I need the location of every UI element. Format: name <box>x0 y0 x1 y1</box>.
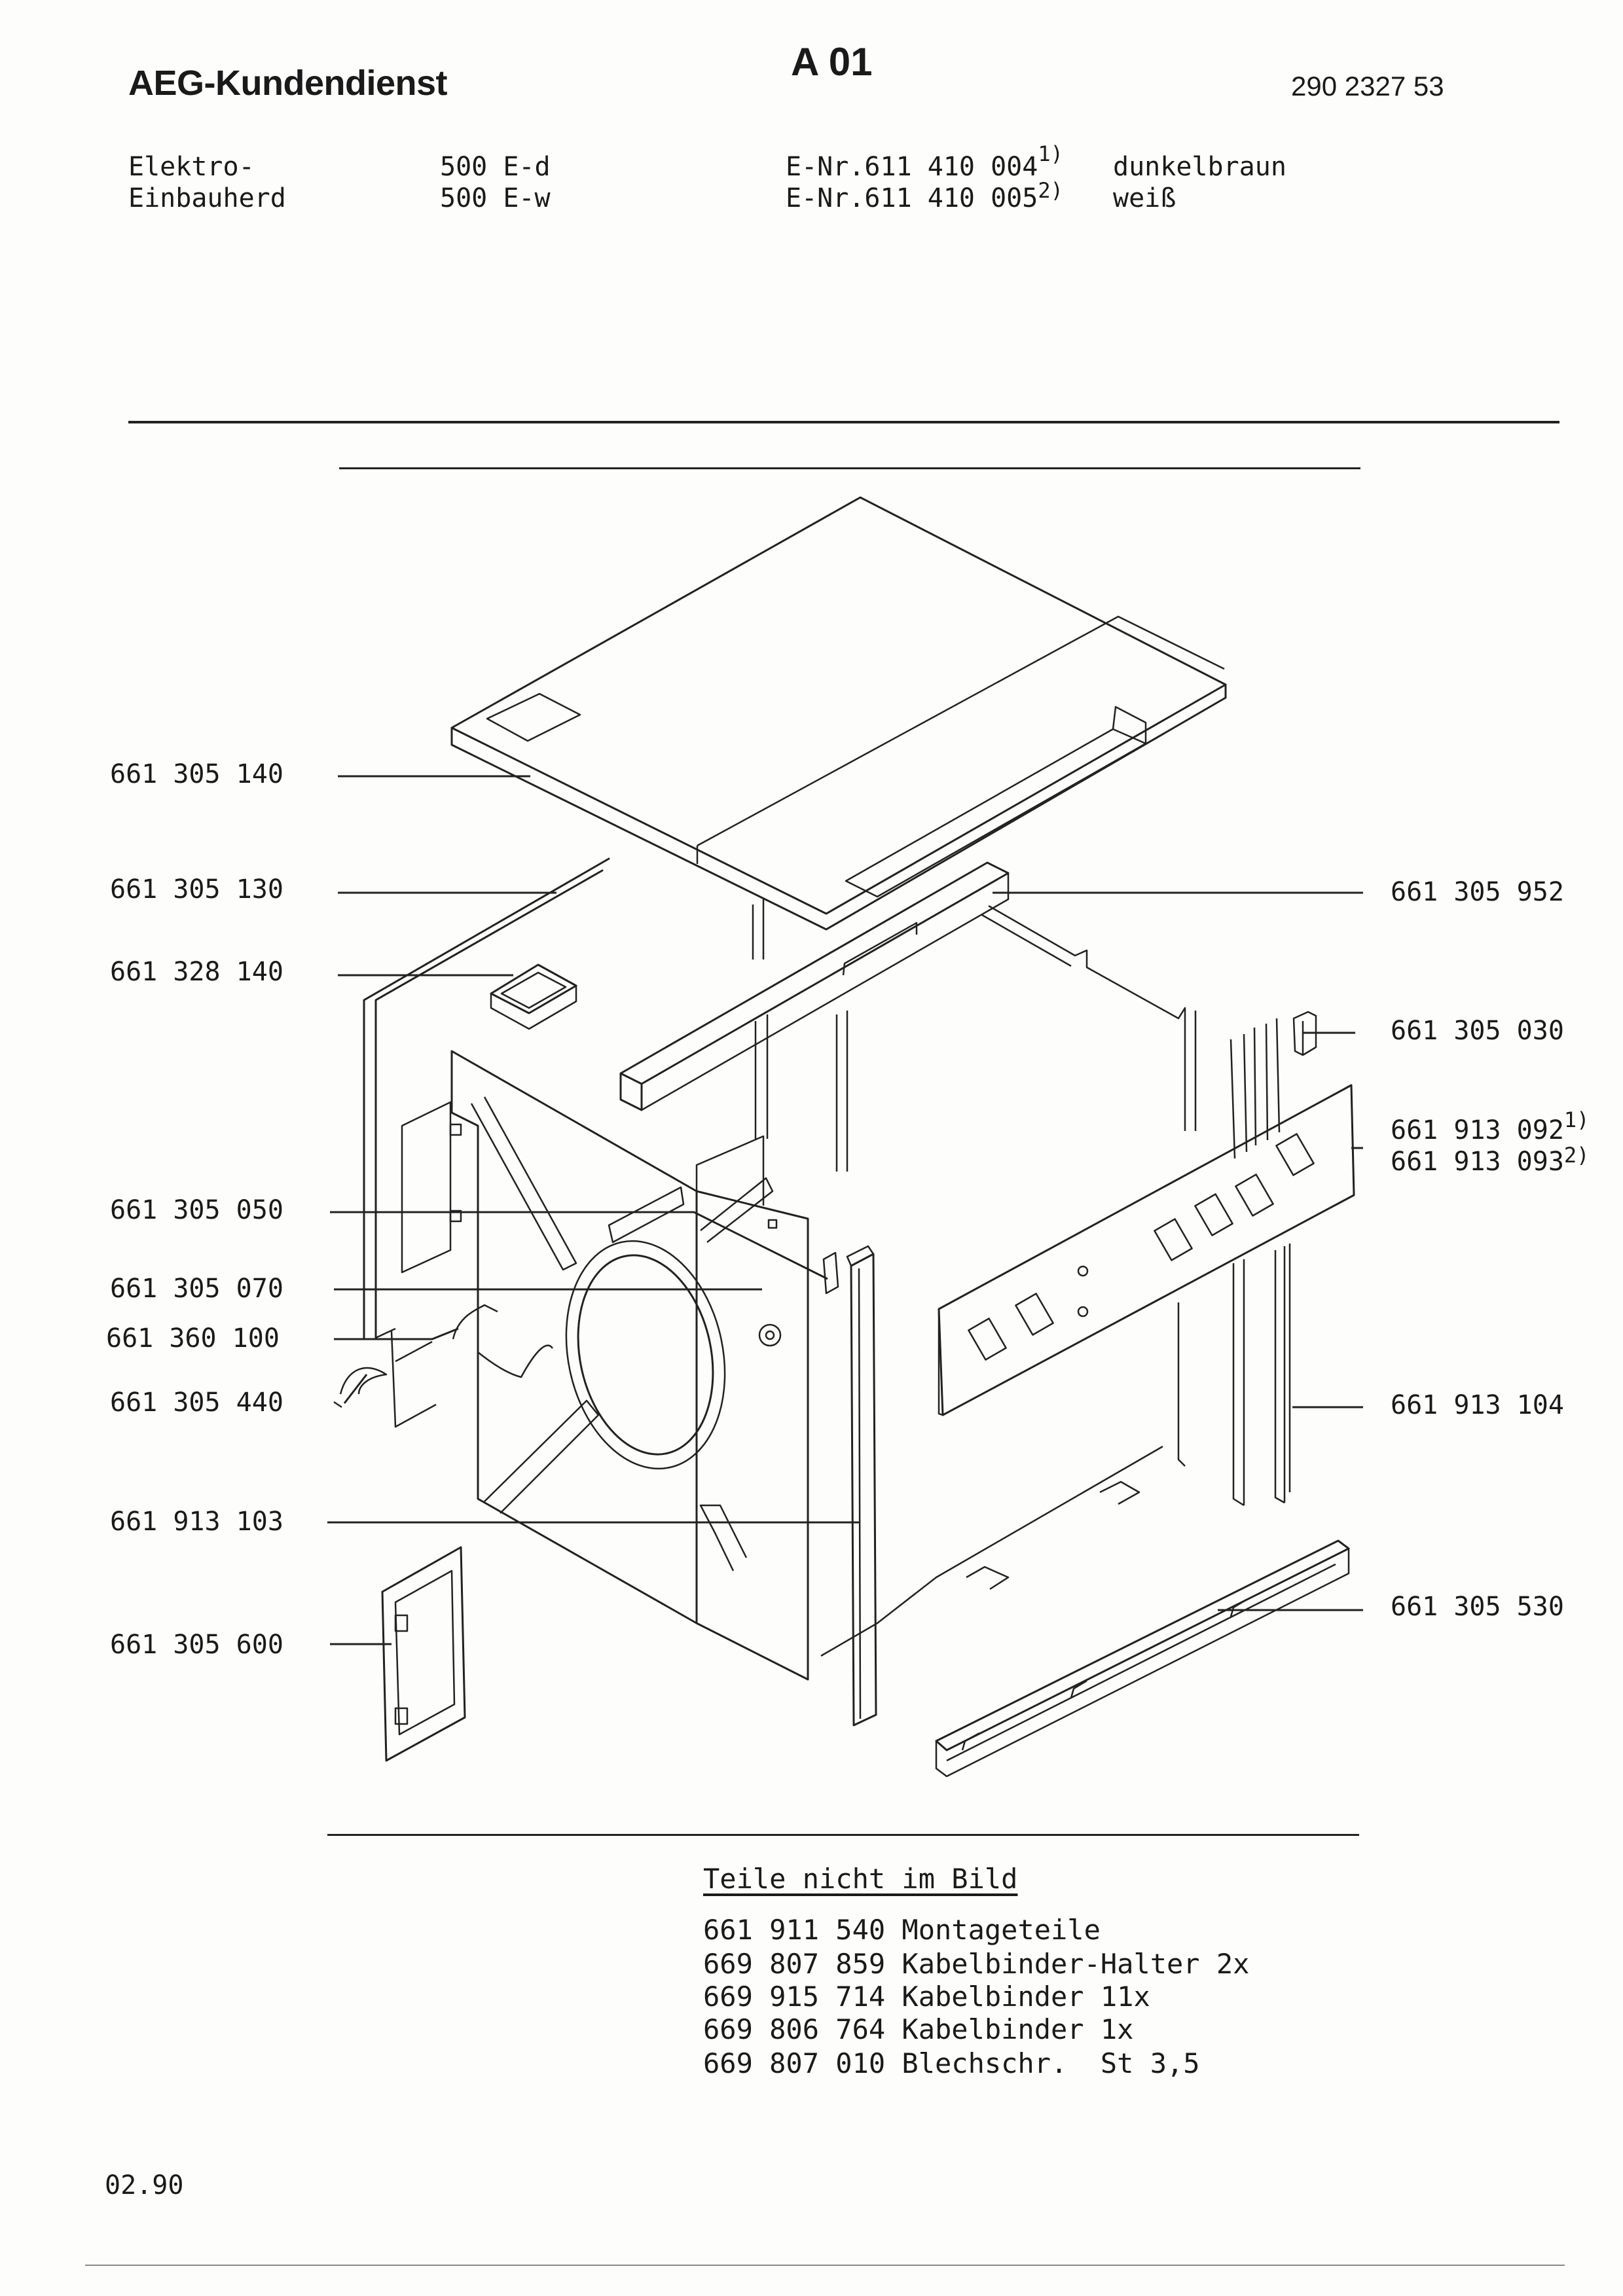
part-number: 661 913 093 <box>1391 1147 1564 1177</box>
part-label: 661 913 104 <box>1391 1390 1564 1420</box>
not-shown-item: 661 911 540 Montageteile <box>703 1914 1101 1946</box>
part-label-with-note: 661 913 0921) <box>1391 1107 1589 1145</box>
model-white: 500 E-w <box>440 183 551 213</box>
product-type-line-2: Einbauherd <box>128 183 286 213</box>
knob-recess <box>1235 1174 1273 1215</box>
rear-panel <box>392 1051 808 1679</box>
bottom-strip <box>936 1541 1349 1776</box>
part-number: 661 913 092 <box>1391 1115 1564 1145</box>
front-vertical-strip <box>847 1246 876 1725</box>
not-shown-title: Teile nicht im Bild <box>703 1863 1018 1895</box>
diagram-bottom-rule <box>327 1834 1359 1836</box>
enr-footnote: 2) <box>1038 178 1063 203</box>
cable-wire <box>453 1305 553 1377</box>
top-cover-panel <box>452 497 1226 929</box>
color-white: weiß <box>1113 183 1176 213</box>
control-panel <box>939 1018 1354 1415</box>
top-front-rail <box>621 863 1008 1110</box>
small-clip <box>334 1368 386 1407</box>
part-label: 661 328 140 <box>110 957 283 987</box>
part-label: 661 305 600 <box>110 1630 283 1660</box>
leader-line <box>330 1212 828 1279</box>
print-date: 02.90 <box>105 2170 184 2200</box>
part-footnote: 1) <box>1563 1107 1590 1132</box>
part-label: 661 913 103 <box>110 1507 283 1537</box>
part-label: 661 360 100 <box>106 1323 280 1354</box>
brand-title: AEG-Kundendienst <box>128 63 448 103</box>
footer-rule <box>85 2265 1565 2266</box>
part-label: 661 305 440 <box>110 1388 283 1418</box>
part-label: 661 305 140 <box>110 759 283 789</box>
enr-line-2: E-Nr.611 410 0052) <box>786 178 1063 213</box>
part-label: 661 305 050 <box>110 1195 283 1225</box>
part-label: 661 305 130 <box>110 874 283 905</box>
enr-number: E-Nr.611 410 005 <box>786 183 1038 213</box>
knob-recess <box>1276 1134 1313 1175</box>
enr-number: E-Nr.611 410 004 <box>786 152 1038 182</box>
right-trim-strip <box>1233 1244 1290 1505</box>
small-frame-part <box>491 965 576 1029</box>
part-label: 661 305 530 <box>1391 1592 1564 1622</box>
not-shown-item: 669 915 714 Kabelbinder 11x <box>703 1981 1150 2013</box>
knob-recess <box>1015 1293 1053 1335</box>
part-label: 661 305 030 <box>1391 1016 1564 1046</box>
latch-part <box>759 1253 838 1346</box>
part-footnote: 2) <box>1563 1143 1590 1168</box>
header-divider <box>128 421 1559 423</box>
leader-line <box>344 1374 367 1403</box>
product-type-line-1: Elektro- <box>128 152 255 182</box>
enr-footnote: 1) <box>1038 141 1063 166</box>
knob-recess <box>968 1318 1006 1359</box>
color-dark: dunkelbraun <box>1113 152 1286 182</box>
not-shown-item: 669 806 764 Kabelbinder 1x <box>703 2013 1134 2045</box>
document-number: 290 2327 53 <box>1291 71 1444 101</box>
not-shown-item: 669 807 010 Blechschr. St 3,5 <box>703 2047 1200 2079</box>
part-label: 661 305 070 <box>110 1274 283 1304</box>
diagram-top-rule <box>339 467 1360 469</box>
part-label-with-note: 661 913 0932) <box>1391 1143 1589 1177</box>
part-label: 661 305 952 <box>1391 877 1564 907</box>
right-clip-part <box>1294 1012 1316 1055</box>
model-dark: 500 E-d <box>440 152 551 182</box>
not-shown-item: 669 807 859 Kabelbinder-Halter 2x <box>703 1948 1250 1980</box>
knob-recess <box>1195 1194 1232 1235</box>
cabinet-frame <box>753 899 1195 1656</box>
enr-line-1: E-Nr.611 410 0041) <box>786 141 1063 182</box>
knob-recess <box>1154 1219 1192 1260</box>
access-cover <box>382 1547 465 1761</box>
left-side-panel <box>364 859 609 1338</box>
leader-line <box>334 1329 458 1339</box>
page-code: A 01 <box>791 40 873 84</box>
